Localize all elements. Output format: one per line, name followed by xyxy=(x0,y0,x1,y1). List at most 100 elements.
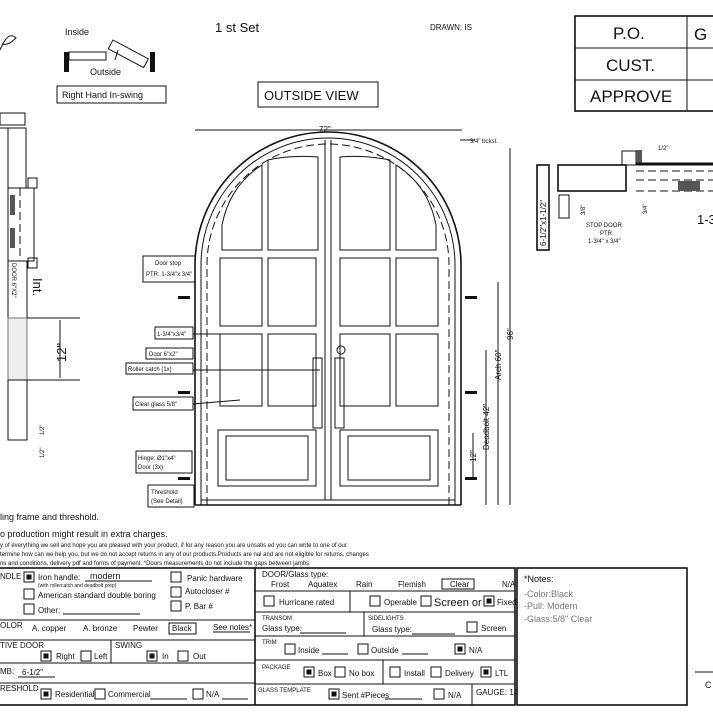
active-left-checkbox[interactable] xyxy=(80,650,92,662)
active-left-label: Left xyxy=(94,652,108,661)
color-option-copper[interactable]: A. copper xyxy=(32,624,67,633)
trim-outside-checkbox[interactable] xyxy=(357,643,369,655)
deadbolt-dim: Deadbolt 42" xyxy=(482,404,491,450)
package-box-label: Box xyxy=(318,669,332,678)
po-value[interactable]: G xyxy=(694,25,707,44)
jamb-title: MB: xyxy=(0,667,14,676)
operable-label: Operable xyxy=(384,598,417,607)
glass-option-rain[interactable]: Rain xyxy=(356,580,372,589)
note-color: -Color:Black xyxy=(524,589,574,599)
install-label: Install xyxy=(404,669,425,678)
left-section-view: DOOR 6"X2" Int. 12" 1/2" 1/2" xyxy=(0,112,80,458)
panic-hardware-checkbox[interactable] xyxy=(170,571,182,583)
swing-inside-label: Inside xyxy=(65,27,89,37)
package-title: PACKAGE xyxy=(262,665,291,671)
left-door-label: DOOR 6"X2" xyxy=(10,263,16,298)
title-block: P.O. G CUST. APPROVE xyxy=(574,15,713,112)
operable-checkbox[interactable] xyxy=(369,595,381,607)
fixed-label: Fixed xyxy=(497,598,517,607)
delivery-checkbox[interactable] xyxy=(430,666,442,678)
dim-3-8: 3/8" xyxy=(581,205,587,215)
drawn-by: DRAWN: IS xyxy=(430,23,472,32)
section-cut-label: 1-3 xyxy=(697,212,713,227)
american-boring-checkbox[interactable] xyxy=(23,588,35,600)
po-label: P.O. xyxy=(613,24,645,43)
corner-label: C xyxy=(705,680,712,690)
order-form-grid xyxy=(0,567,688,706)
glass-type-title: DOOR/Glass type: xyxy=(262,570,328,579)
sidelights-glass-type: Glass type: xyxy=(372,625,412,634)
hurricane-checkbox[interactable] xyxy=(263,595,275,607)
handle-title: NDLE xyxy=(0,572,21,581)
approve-label: APPROVE xyxy=(590,87,672,106)
threshold-title: RESHOLD xyxy=(0,684,39,693)
note-pull: -Pull: Modern xyxy=(524,601,578,611)
glass-option-aquatex[interactable]: Aquatex xyxy=(308,580,337,589)
dim-3-4: 3/4" xyxy=(643,204,649,214)
see-notes-link[interactable]: See notes* xyxy=(213,623,252,632)
trim-inside-checkbox[interactable] xyxy=(284,643,296,655)
notes-title: *Notes: xyxy=(524,574,554,584)
callout-threshold-detail: (See Detail) xyxy=(151,499,183,505)
set-label: 1 st Set xyxy=(215,20,259,35)
width-dim: 72" xyxy=(319,125,331,134)
sidelights-screen-checkbox[interactable] xyxy=(466,621,478,633)
hurricane-label: Hurricane rated xyxy=(279,598,334,607)
callout-hinge: Hinge: Ø1"x4" xyxy=(138,456,176,462)
stop-door-label: STOP DOOR xyxy=(586,223,622,229)
trim-inside-label: Inside xyxy=(298,646,320,655)
package-no-box-checkbox[interactable] xyxy=(334,666,346,678)
package-no-box-label: No box xyxy=(349,669,374,678)
handing-label: Right Hand In-swing xyxy=(62,90,143,100)
glass-option-na[interactable]: N/A xyxy=(502,580,516,589)
logo xyxy=(0,35,17,51)
threshold-commercial-checkbox[interactable] xyxy=(94,688,106,700)
callout-jamb: 1-3/4"x3/4" xyxy=(157,332,186,338)
trim-title: TRIM xyxy=(262,640,277,646)
pbar-label: P. Bar # xyxy=(185,602,213,611)
left-half-dim-2: 1/2" xyxy=(40,448,46,458)
screen-or-label: Screen or xyxy=(434,597,482,609)
active-right-label: Right xyxy=(56,652,75,661)
glass-option-flemish[interactable]: Flemish xyxy=(398,580,426,589)
swing-out-label: Out xyxy=(193,652,207,661)
gauge-label: GAUGE: 14 xyxy=(476,688,519,697)
install-checkbox[interactable] xyxy=(389,666,401,678)
color-option-black[interactable]: Black xyxy=(172,624,193,633)
pbar-checkbox[interactable] xyxy=(170,600,182,612)
autocloser-checkbox[interactable] xyxy=(170,586,182,598)
glass-template-na-checkbox[interactable] xyxy=(433,688,445,700)
trim-outside-label: Outside xyxy=(371,646,399,655)
swing-diagram: Inside Outside Right Hand In-swing xyxy=(56,27,167,104)
glass-option-frost[interactable]: Frost xyxy=(271,580,290,589)
iron-handle-value[interactable]: modern xyxy=(90,571,121,581)
int-label: Int. xyxy=(30,278,45,296)
trim-na-label: N/A xyxy=(469,646,483,655)
other-handle-label: Other: xyxy=(38,606,60,615)
callout-clear-glass: Clear glass 5/8" xyxy=(135,402,177,408)
other-handle-checkbox[interactable] xyxy=(23,603,35,615)
swing-out-checkbox[interactable] xyxy=(177,650,189,662)
disclaimer-line-4: termine how can we help you, but we do n… xyxy=(0,552,369,558)
callout-hinge-count: Door (3x) xyxy=(138,465,163,471)
left-12-dim: 12" xyxy=(54,343,69,362)
autocloser-label: Autocloser # xyxy=(185,587,230,596)
right-section-view: 6-1/2"x1-1/2" 3/8" 3/4" STOP DOOR PTR 1-… xyxy=(536,146,713,251)
threshold-na-checkbox[interactable] xyxy=(192,688,204,700)
sidelights-title: SIDELIGHTS xyxy=(368,616,404,622)
color-option-bronze[interactable]: A. bronze xyxy=(83,624,118,633)
jamb-value[interactable]: 6-1/2" xyxy=(22,668,43,677)
color-title: OLOR xyxy=(0,621,23,630)
swing-in-label: In xyxy=(162,652,169,661)
glass-template-sent-label: Sent #Pieces xyxy=(342,691,389,700)
disclaimer-line-2: o production might result in extra charg… xyxy=(0,529,168,539)
swing-outside-label: Outside xyxy=(90,67,121,77)
glass-template-na-label: N/A xyxy=(448,691,462,700)
color-option-pewter[interactable]: Pewter xyxy=(133,624,158,633)
callout-door-stop-ptr: PTR: 1-3/4"x 3/4" xyxy=(146,272,192,278)
glass-option-clear[interactable]: Clear xyxy=(450,580,469,589)
ptr-size-label: 1-3/4" x 3/4" xyxy=(588,239,621,245)
callouts: Door stop PTR: 1-3/4"x 3/4" 1-3/4"x3/4" … xyxy=(125,255,320,508)
screen-or-checkbox[interactable] xyxy=(420,595,432,607)
